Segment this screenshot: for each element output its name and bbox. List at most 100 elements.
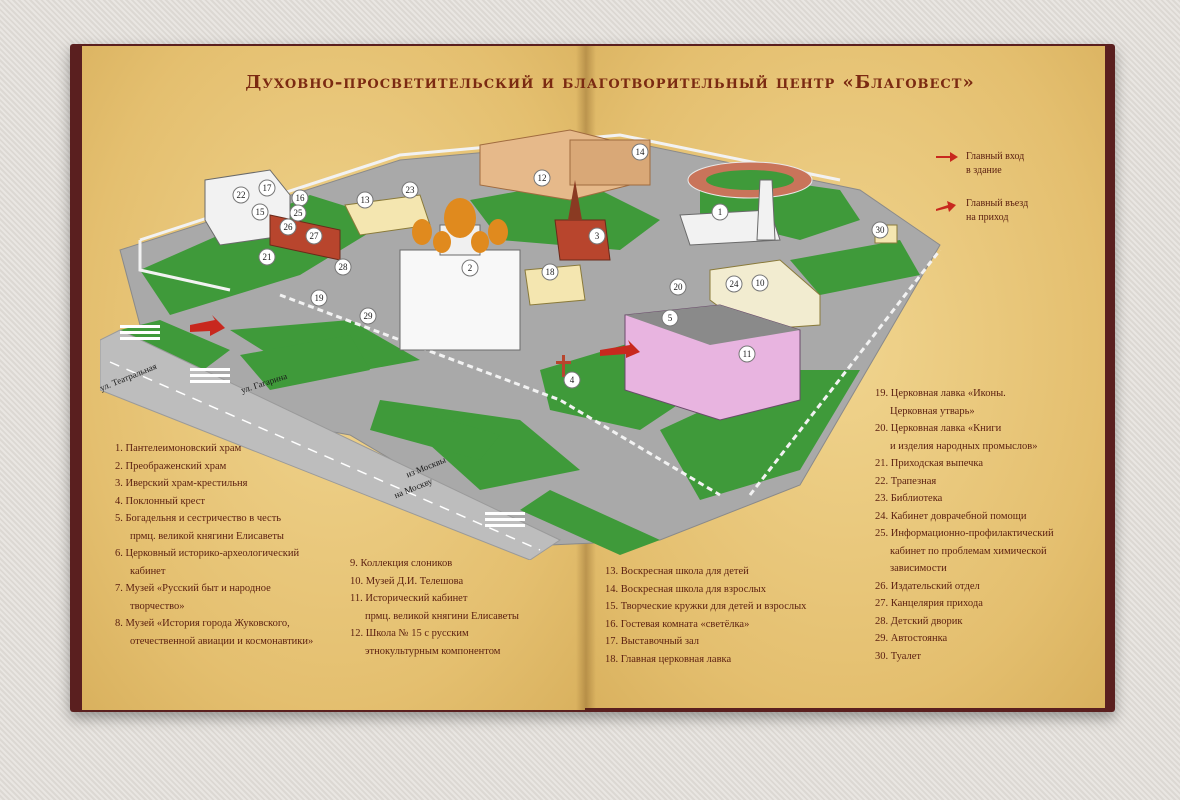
legend-item: 22. Трапезная (875, 475, 937, 487)
church-bell-tower (756, 179, 776, 241)
number-label: 15 (256, 207, 266, 217)
red-arrow-icon (936, 201, 956, 212)
key-main-entrance: Главный вход в здание (936, 150, 1025, 178)
roadside-lawn (370, 400, 500, 460)
number-marker (661, 309, 679, 327)
legend-item: 24. Кабинет доврачебной помощи (875, 510, 1027, 522)
number-marker (563, 371, 581, 389)
number-marker (631, 143, 649, 161)
number-marker (251, 203, 269, 221)
legend-item: 4. Поклонный крест (115, 495, 205, 507)
number-label: 29 (364, 311, 374, 321)
legend-item: 9. Коллекция слоников (350, 558, 453, 569)
number-marker (738, 345, 756, 363)
roadside-lawn (240, 335, 370, 390)
key-label: Главный въезд (966, 198, 1029, 209)
entrance-arrow (190, 315, 225, 336)
legend-item: 1. Пантелеимоновский храм (115, 443, 242, 454)
number-label: 25 (294, 208, 304, 218)
number-marker (258, 179, 276, 197)
legend-item-continuation: кабинет по проблемам химической (890, 545, 1047, 557)
roadside-lawn (520, 490, 660, 555)
legend-item: 12. Школа № 15 с русским (350, 628, 469, 639)
number-marker (871, 221, 889, 239)
shop-building (524, 264, 586, 306)
number-label: 18 (546, 267, 556, 277)
number-marker (711, 203, 729, 221)
number-label: 11 (743, 349, 752, 359)
memorial-cross-bar (556, 361, 571, 364)
number-label: 27 (310, 231, 320, 241)
number-marker (751, 274, 769, 292)
number-label: 20 (674, 282, 684, 292)
legend-item: 16. Гостевая комната «светёлка» (605, 618, 750, 630)
legend-item: 29. Автостоянка (875, 633, 948, 644)
legend-item-continuation: отечественной авиации и космонавтики» (130, 635, 314, 647)
church-spire (568, 180, 582, 220)
street-road (100, 329, 562, 560)
red-arrow-icon (936, 152, 958, 162)
number-marker (279, 218, 297, 236)
number-label: 26 (284, 222, 294, 232)
legend-item: 20. Церковная лавка «Книги (875, 423, 1002, 434)
legend-item-continuation: этнокультурным компонентом (365, 645, 501, 657)
number-marker (258, 248, 276, 266)
fence (279, 293, 721, 497)
legend-item: 25. Информационно-профилактический (875, 528, 1054, 539)
number-marker (725, 275, 743, 293)
entrance-arrow (600, 340, 640, 358)
number-markers: 1 2 3 4 5 10 11 12 13 14 15 16 17 18 19 … (232, 143, 889, 389)
legend-item: 7. Музей «Русский быт и народное (115, 583, 271, 594)
number-label: 1 (718, 207, 723, 217)
legend-item-continuation: и изделия народных промыслов» (890, 440, 1038, 452)
cathedral-dome (412, 219, 432, 245)
site-map: 1 2 3 4 5 10 11 12 13 14 15 16 17 18 19 … (100, 129, 942, 560)
cathedral-dome (471, 231, 489, 253)
crosswalk (485, 512, 525, 527)
legend-item-continuation: прмц. великой княгини Елисаветы (365, 610, 519, 622)
legend-item: 15. Творческие кружки для детей и взросл… (605, 601, 807, 612)
legend-column-2: 9. Коллекция слоников 10. Музей Д.И. Теле… (350, 555, 519, 660)
crosswalk (190, 368, 230, 383)
legend-item: 17. Выставочный зал (605, 636, 700, 647)
legend-item: 3. Иверский храм-крестильня (115, 478, 248, 489)
cathedral-walls (399, 249, 521, 351)
lawn (470, 180, 660, 250)
number-marker (356, 191, 374, 209)
legend-item: 19. Церковная лавка «Иконы. (875, 388, 1006, 399)
legend-item: 10. Музей Д.И. Телешова (350, 575, 464, 587)
number-label: 22 (237, 190, 246, 200)
number-marker (401, 181, 419, 199)
number-label: 17 (263, 183, 273, 193)
panteleimon-church (679, 209, 781, 246)
key-label: на приход (966, 212, 1009, 223)
legend-item: 8. Музей «История города Жуковского, (115, 618, 290, 629)
legend-item: 30. Туалет (875, 650, 921, 662)
cathedral-dome (488, 219, 508, 245)
number-label: 5 (668, 313, 673, 323)
legend-item: 28. Детский дворик (875, 615, 963, 627)
legend-item: 27. Канцелярия прихода (875, 598, 983, 609)
number-marker (305, 227, 323, 245)
lawn (660, 370, 860, 500)
number-label: 21 (263, 252, 272, 262)
number-marker (232, 186, 250, 204)
map-title: Духовно-просветительский и благотворител… (245, 72, 975, 93)
key-label: Главный вход (966, 151, 1025, 162)
legend-item: 5. Богадельня и сестричество в честь (115, 513, 282, 524)
number-label: 30 (876, 225, 886, 235)
road-marking (109, 361, 541, 551)
cathedral-dome (433, 231, 451, 253)
number-label: 3 (595, 231, 600, 241)
legend-item-continuation: кабинет (130, 565, 166, 577)
number-marker (359, 307, 377, 325)
legend-item: 6. Церковный историко-археологический (115, 548, 300, 559)
legend-item: 23. Библиотека (875, 493, 943, 504)
number-marker (310, 289, 328, 307)
number-marker (533, 169, 551, 187)
legend-item: 18. Главная церковная лавка (605, 653, 732, 665)
number-label: 4 (570, 375, 575, 385)
legend-item-continuation: зависимости (890, 563, 947, 574)
number-label: 2 (468, 263, 473, 273)
